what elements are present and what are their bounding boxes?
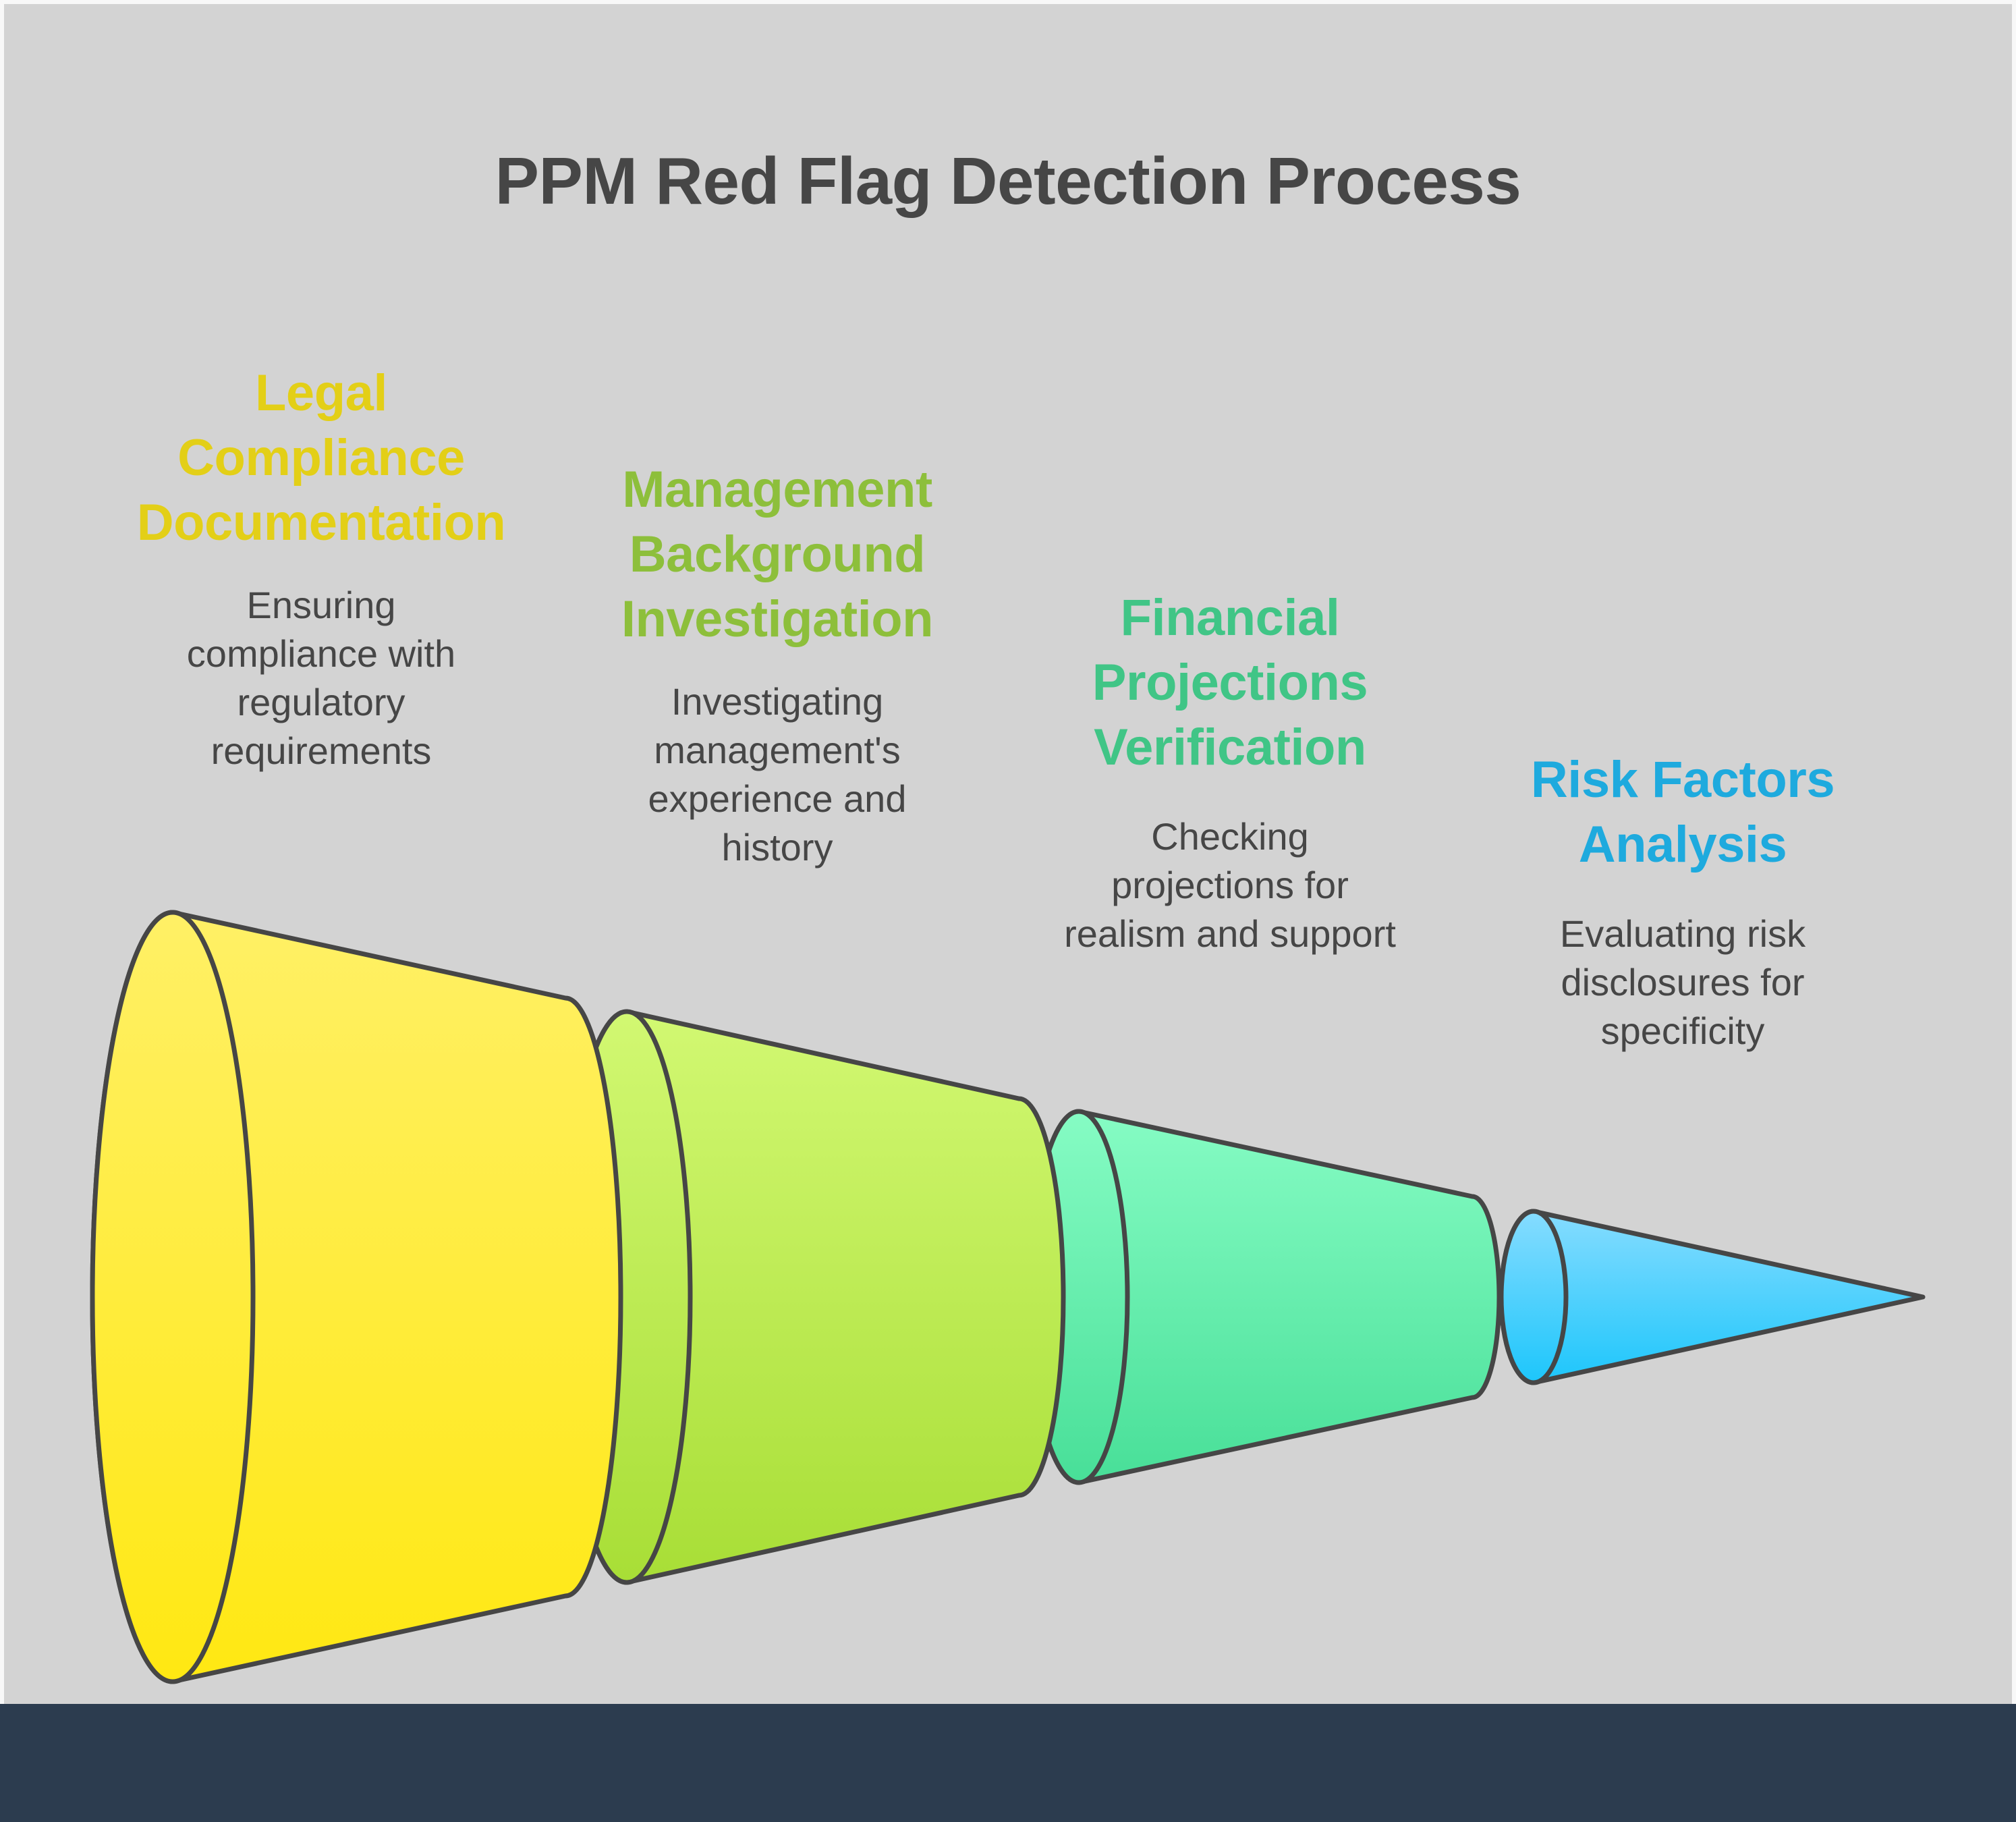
stage-heading-line: Risk Factors — [1530, 751, 1835, 808]
stage-description: Investigating management's experience an… — [561, 678, 993, 872]
stage-heading: Management Background Investigation — [561, 458, 993, 652]
stage-heading-line: Analysis — [1578, 816, 1787, 873]
stage-heading-line: Verification — [1094, 719, 1366, 776]
stage-description-line: realism and support — [1064, 912, 1396, 955]
stage-heading: Risk Factors Analysis — [1467, 748, 1899, 877]
stage-description-line: requirements — [211, 729, 432, 772]
stage-heading-line: Management — [622, 461, 932, 518]
stage-heading-line: Legal — [255, 364, 388, 422]
stage-heading-line: Compliance — [177, 429, 465, 487]
stage-description-line: compliance with — [186, 632, 456, 675]
stage-description-line: specificity — [1600, 1010, 1765, 1052]
stage-description-line: Investigating — [671, 680, 884, 723]
stage-heading: Financial Projections Verification — [1014, 586, 1446, 780]
footer-bar — [0, 1704, 2016, 1822]
stage-description-line: history — [721, 826, 833, 868]
diagram-title: PPM Red Flag Detection Process — [495, 144, 1521, 218]
stage-risk-factors: Risk Factors Analysis Evaluating risk di… — [1467, 748, 1899, 1055]
stage-description-line: Evaluating risk — [1559, 912, 1806, 955]
stage-description: Ensuring compliance with regulatory requ… — [105, 581, 537, 775]
stage-heading-line: Financial — [1120, 589, 1340, 646]
stage-management-background: Management Background Investigation Inve… — [561, 458, 993, 872]
stage-description-line: regulatory — [237, 681, 405, 723]
stage-heading-line: Background — [629, 526, 926, 583]
stage-description-line: Checking — [1151, 815, 1309, 858]
stage-heading-line: Investigation — [621, 590, 934, 648]
stage-description-line: Ensuring — [246, 584, 396, 626]
stage-description: Checking projections for realism and sup… — [1014, 812, 1446, 958]
stage-legal-compliance: Legal Compliance Documentation Ensuring … — [105, 361, 537, 775]
stage-description-line: experience and — [648, 777, 907, 820]
stage-description-line: projections for — [1111, 864, 1349, 906]
stage-heading-line: Projections — [1092, 654, 1368, 711]
stage-description: Evaluating risk disclosures for specific… — [1467, 910, 1899, 1055]
stage-heading: Legal Compliance Documentation — [105, 361, 537, 555]
stage-description-line: management's — [654, 729, 901, 771]
stage-financial-projections: Financial Projections Verification Check… — [1014, 586, 1446, 958]
stage-heading-line: Documentation — [136, 494, 506, 551]
stage-description-line: disclosures for — [1561, 961, 1805, 1003]
